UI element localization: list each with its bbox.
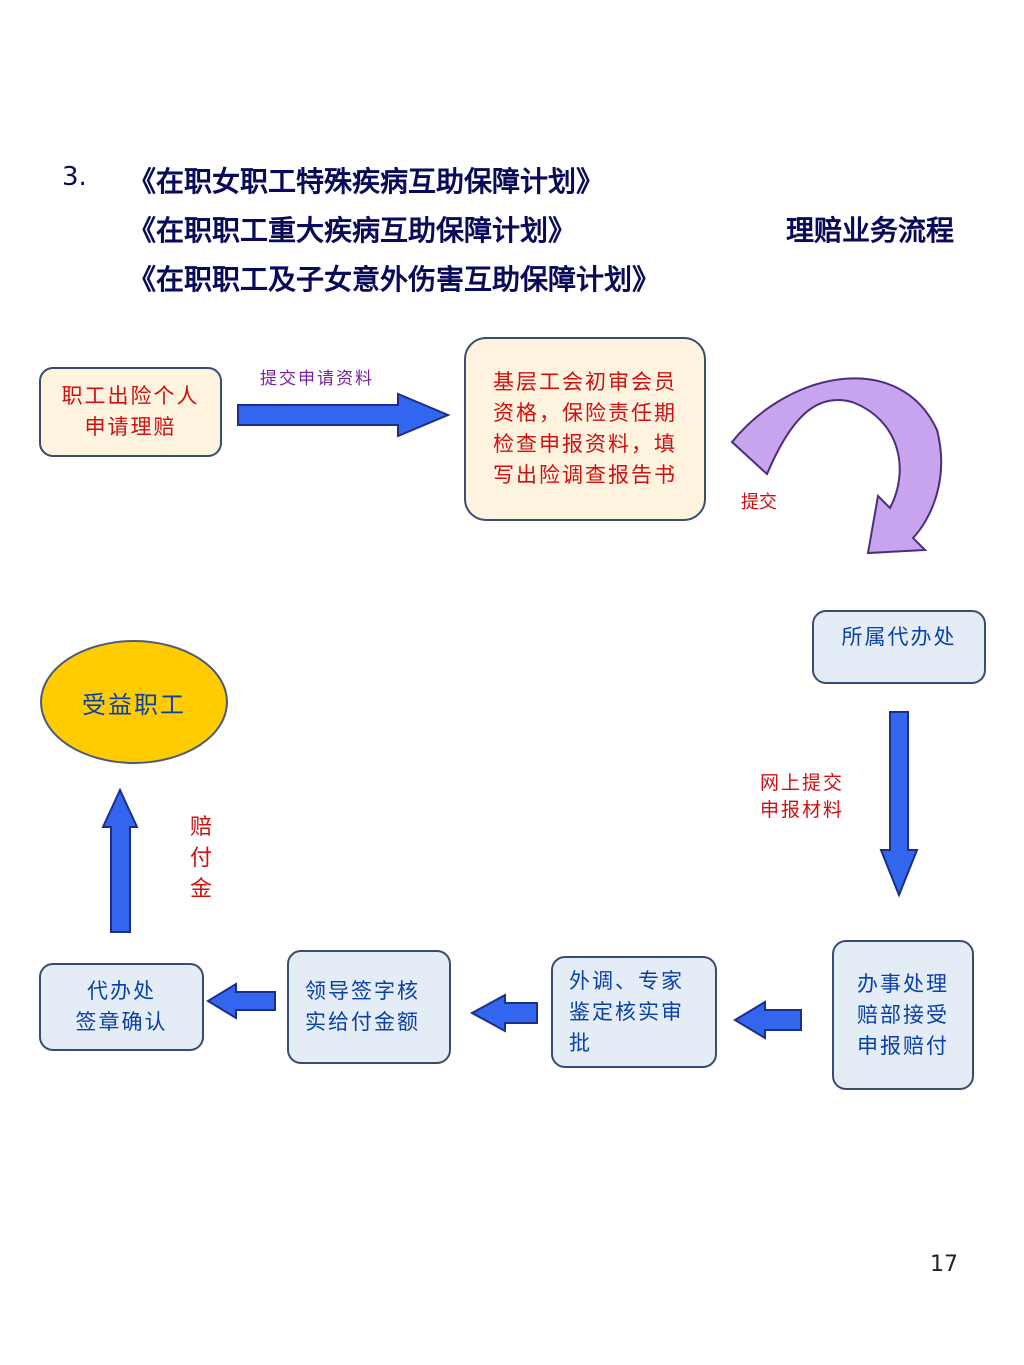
label-submit-materials: 提交申请资料 <box>260 369 374 389</box>
node-agency-confirm: 代办处 签章确认 <box>39 963 204 1051</box>
agency-confirm-line1: 代办处 <box>87 979 156 1003</box>
label-payout: 赔付金 <box>190 815 213 902</box>
arrow-down-icon <box>879 711 919 898</box>
arrow-right-icon <box>237 392 451 438</box>
page-number: 17 <box>930 1252 958 1277</box>
arrow-left-icon <box>733 1000 802 1040</box>
node-leader-sign: 领导签字核实给付金额 <box>287 950 451 1064</box>
plan-title-1: 《在职女职工特殊疾病互助保障计划》 <box>128 165 605 198</box>
list-number: 3. <box>62 162 87 192</box>
arrow-left-icon <box>206 982 276 1020</box>
node-investigate: 外调、专家鉴定核实审批 <box>551 956 717 1068</box>
arrow-up-icon <box>101 787 139 933</box>
plan-title-2: 《在职职工重大疾病互助保障计划》 <box>128 214 577 247</box>
node-agency: 所属代办处 <box>812 610 986 684</box>
label-online-submit-line1: 网上提交 <box>760 772 845 794</box>
label-submit: 提交 <box>741 492 777 513</box>
node-beneficiary: 受益职工 <box>40 640 228 764</box>
arrow-left-icon <box>469 993 538 1033</box>
agency-confirm-line2: 签章确认 <box>75 1010 168 1034</box>
plan-title-3: 《在职职工及子女意外伤害互助保障计划》 <box>128 263 661 296</box>
label-online-submit: 网上提交 申报材料 <box>760 770 844 824</box>
process-title: 理赔业务流程 <box>786 214 955 247</box>
label-online-submit-line2: 申报材料 <box>760 799 845 821</box>
node-union-review: 基层工会初审会员资格，保险责任期检查申报资料，填写出险调查报告书 <box>464 337 706 521</box>
node-apply-claim: 职工出险个人申请理赔 <box>39 367 222 457</box>
node-office-claims: 办事处理赔部接受申报赔付 <box>832 940 974 1090</box>
curved-arrow-icon <box>730 377 943 555</box>
